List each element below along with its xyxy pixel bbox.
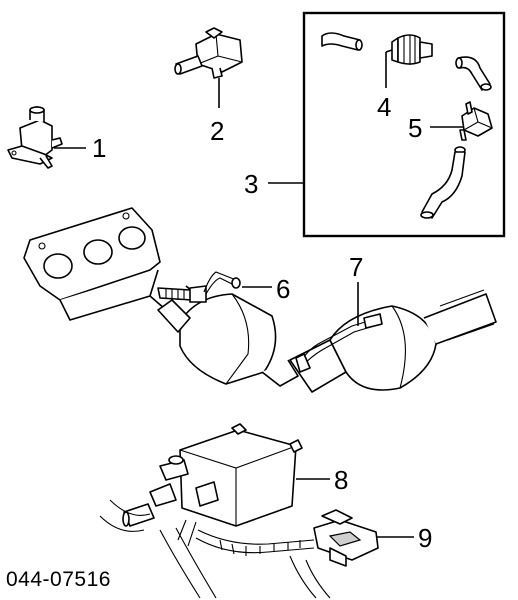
part-7-oxygen-sensor-drawing xyxy=(295,313,383,373)
callout-9: 9 xyxy=(418,523,432,553)
exhaust-manifold-drawing xyxy=(23,207,211,323)
hose-piece-curved xyxy=(455,56,492,91)
rear-catalyst-drawing xyxy=(289,289,497,393)
part-9-bracket-drawing xyxy=(159,509,379,599)
part-6-oxygen-sensor-drawing xyxy=(157,271,241,303)
kit-box xyxy=(302,11,506,238)
part-8-canister-drawing xyxy=(99,423,303,547)
document-number: 044-07516 xyxy=(6,568,111,591)
part-5-check-valve-drawing xyxy=(459,101,493,141)
part-4-grommet-drawing xyxy=(391,34,433,65)
callout-4: 4 xyxy=(377,92,391,122)
callout-5: 5 xyxy=(408,113,422,143)
callout-2: 2 xyxy=(210,116,224,146)
hose-piece-lower xyxy=(420,146,466,219)
part-2-valve-drawing xyxy=(174,27,243,79)
callout-7: 7 xyxy=(349,252,363,282)
hose-piece-upper xyxy=(321,32,363,51)
leader-line-4 xyxy=(385,49,393,53)
callout-1: 1 xyxy=(92,133,106,163)
callout-3: 3 xyxy=(244,169,258,199)
callout-6: 6 xyxy=(276,274,290,304)
part-1-valve-drawing xyxy=(7,106,63,169)
callout-8: 8 xyxy=(334,465,348,495)
front-catalyst-drawing xyxy=(157,293,299,387)
